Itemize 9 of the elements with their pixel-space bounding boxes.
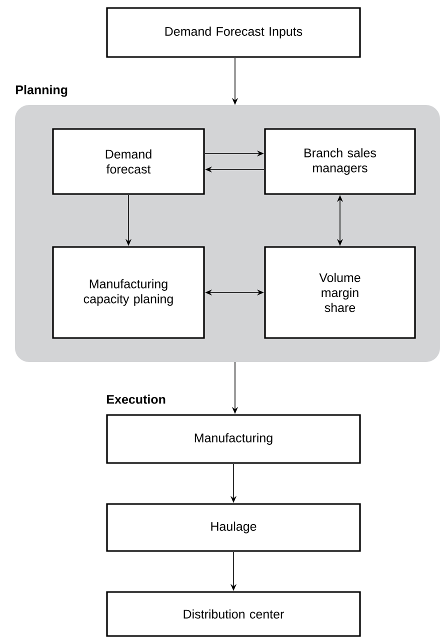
process-box: Manufacturing capacity planing [52, 246, 205, 339]
process-box: Haulage [106, 503, 361, 552]
process-box: Volume margin share [264, 246, 416, 339]
process-box: Manufacturing [106, 414, 361, 464]
node-label: Planning [16, 85, 68, 97]
process-box: Distribution center [106, 591, 361, 637]
process-box: Demand forecast [52, 128, 205, 195]
process-box: Branch sales managers [264, 128, 416, 195]
process-box: Demand Forecast Inputs [106, 7, 361, 58]
